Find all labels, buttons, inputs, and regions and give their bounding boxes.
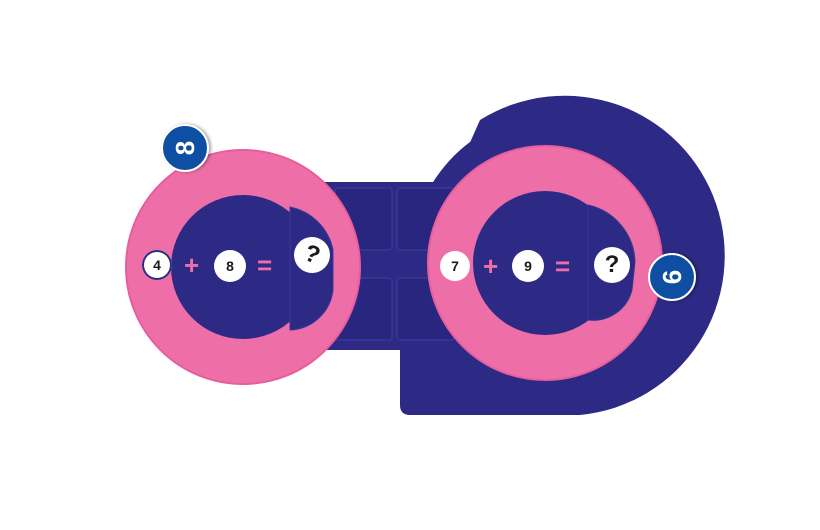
right-operand-a: 7 bbox=[440, 251, 470, 281]
left-operand-a: 4 bbox=[142, 250, 172, 280]
right-dial-badge[interactable]: 6 bbox=[648, 253, 696, 301]
right-dial-center bbox=[473, 191, 617, 335]
left-equals-sign: = bbox=[257, 250, 273, 280]
right-operand-b: 9 bbox=[512, 250, 544, 282]
right-answer-slot[interactable]: ? bbox=[594, 247, 630, 283]
left-dial-badge[interactable]: 8 bbox=[161, 124, 209, 172]
right-plus-sign: + bbox=[483, 251, 499, 281]
right-equals-sign: = bbox=[555, 251, 571, 281]
left-operand-b: 8 bbox=[214, 250, 246, 282]
left-plus-sign: + bbox=[184, 250, 200, 280]
